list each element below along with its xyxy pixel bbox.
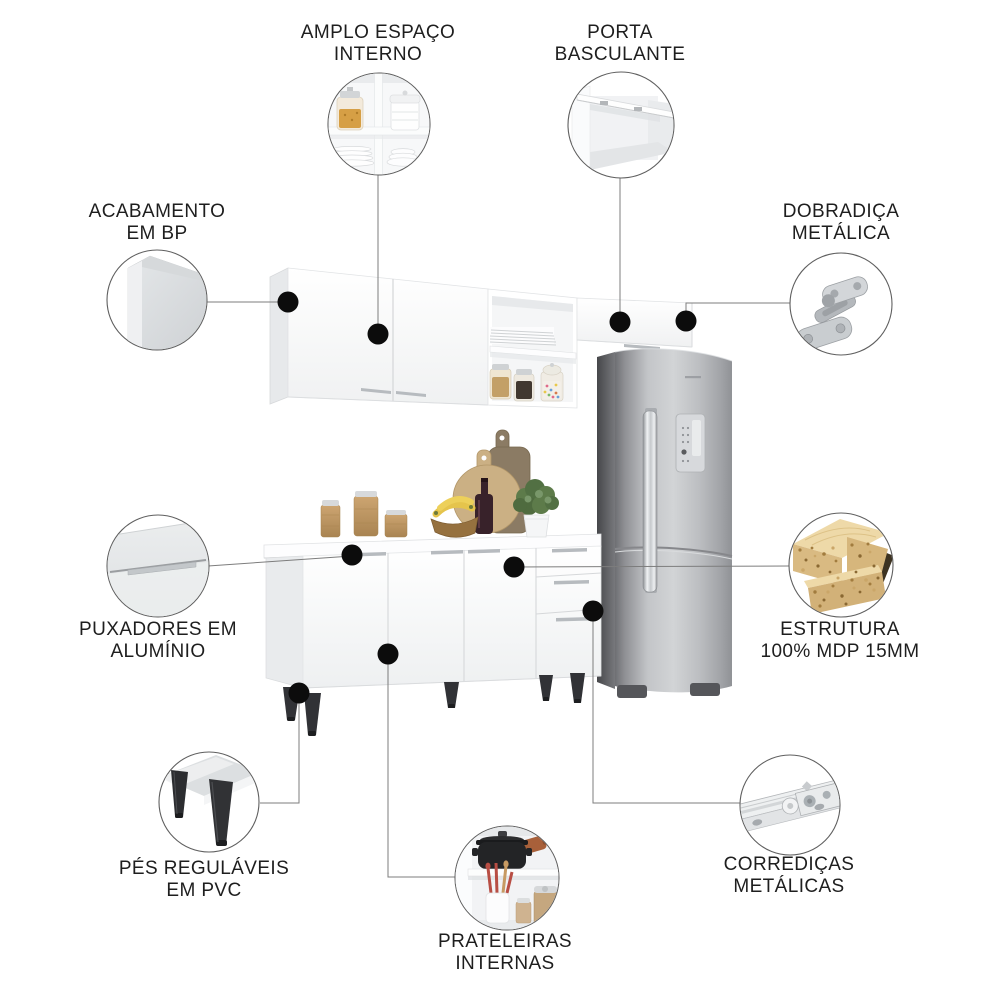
black-pot — [472, 831, 532, 869]
label-line: PORTA — [587, 22, 653, 43]
bamboo-jars — [320, 491, 408, 538]
label-line: METÁLICA — [791, 222, 891, 244]
fridge-door-split — [614, 546, 733, 557]
dot-estrutura — [503, 556, 525, 578]
label-acabamento-em-bp: ACABAMENTO EM BP — [89, 201, 226, 244]
label-line: ESTRUTURA — [780, 619, 900, 640]
label-line: ACABAMENTO — [88, 201, 226, 222]
banana-bowl — [430, 496, 479, 538]
stacked-plates — [489, 327, 557, 346]
label-dobradica-metalica: DOBRADIÇA METÁLICA — [783, 201, 900, 244]
callout-dobradica — [789, 252, 893, 356]
metal-drawer-slide-icon — [740, 778, 840, 834]
internal-shelves-icon — [455, 826, 559, 930]
callout-amplo-espaco — [327, 72, 431, 176]
label-prateleiras-internas: PRATELEIRAS INTERNAS — [438, 931, 572, 974]
metal-hinge-icon — [796, 276, 868, 351]
label-puxadores-aluminio: PUXADORES EM ALUMÍNIO — [79, 619, 237, 662]
label-estrutura-mdp: ESTRUTURA 100% MDP 15MM — [760, 619, 919, 662]
connector-prateleiras — [387, 654, 456, 878]
flip-up-door-icon — [571, 85, 674, 175]
label-line: METÁLICAS — [733, 875, 845, 897]
bp-finish-panel-icon — [127, 255, 207, 350]
label-line: CORREDIÇAS — [723, 854, 855, 875]
label-line: ALUMÍNIO — [110, 640, 206, 662]
label-porta-basculante: PORTA BASCULANTE — [555, 22, 686, 65]
refrigerator — [597, 348, 733, 698]
callout-puxadores — [106, 514, 210, 618]
dot-amplo — [367, 323, 389, 345]
upper-door-handle-left — [361, 388, 391, 394]
label-line: PRATELEIRAS — [438, 931, 572, 952]
label-line: INTERNO — [333, 43, 423, 65]
fridge-foot — [690, 683, 720, 696]
dot-puxadores — [341, 544, 363, 566]
connector-puxadores — [207, 555, 353, 567]
upper-door-handle-right — [396, 391, 426, 397]
dot-pes — [288, 682, 310, 704]
countertop-decor — [320, 429, 559, 538]
pvc-adjustable-feet-icon — [160, 755, 259, 846]
label-line: PÉS REGULÁVEIS — [118, 858, 290, 879]
aluminum-handles — [354, 548, 591, 622]
wine-bottle — [475, 478, 493, 534]
base-cabinet — [263, 533, 602, 736]
label-line: PUXADORES EM — [79, 619, 237, 640]
dot-corredicas — [582, 600, 604, 622]
callout-acabamento — [106, 249, 208, 351]
label-line: 100% MDP 15MM — [760, 640, 920, 662]
label-pes-regulaveis-pvc: PÉS REGULÁVEIS EM PVC — [119, 858, 289, 901]
label-corredicas-metalicas: CORREDIÇAS METÁLICAS — [724, 854, 855, 897]
callout-estrutura — [788, 512, 894, 618]
label-line: INTERNAS — [455, 952, 555, 974]
dot-acabamento — [277, 291, 299, 313]
callout-prateleiras — [454, 825, 560, 931]
label-amplo-espaco-interno: AMPLO ESPAÇO INTERNO — [301, 22, 455, 65]
upper-wall-cabinet — [269, 267, 693, 409]
potted-plant — [513, 479, 559, 538]
cabinet-feet — [283, 673, 585, 736]
label-line: AMPLO ESPAÇO — [300, 22, 456, 43]
fridge-control-panel — [675, 413, 706, 473]
label-line: EM BP — [126, 222, 188, 244]
connector-dobradica — [685, 302, 791, 321]
aluminum-handle-icon — [107, 519, 209, 617]
fridge-brand-mark — [685, 376, 701, 379]
upper-cabinet-open-niche — [487, 288, 578, 409]
mdp-board-icon — [793, 519, 893, 614]
utensil-crock — [485, 860, 514, 924]
cutting-boards — [452, 429, 531, 534]
connector-pes — [260, 693, 300, 804]
callout-porta-basculante — [567, 71, 675, 179]
connector-corredicas — [592, 611, 741, 804]
callout-pes — [158, 751, 260, 853]
flip-up-cabinet — [576, 297, 693, 350]
label-line: BASCULANTE — [554, 43, 686, 65]
label-line: EM PVC — [166, 879, 242, 901]
dot-dobradica — [675, 310, 697, 332]
connector-estrutura — [513, 565, 791, 568]
callout-dots — [277, 291, 697, 704]
fridge-handle — [642, 408, 658, 593]
dot-porta — [609, 311, 631, 333]
glass-jars — [489, 363, 564, 402]
callout-corredicas — [739, 754, 841, 856]
fridge-foot — [617, 685, 647, 698]
label-line: DOBRADIÇA — [782, 201, 900, 222]
dot-prateleiras — [377, 643, 399, 665]
drawer-gap — [535, 572, 602, 578]
